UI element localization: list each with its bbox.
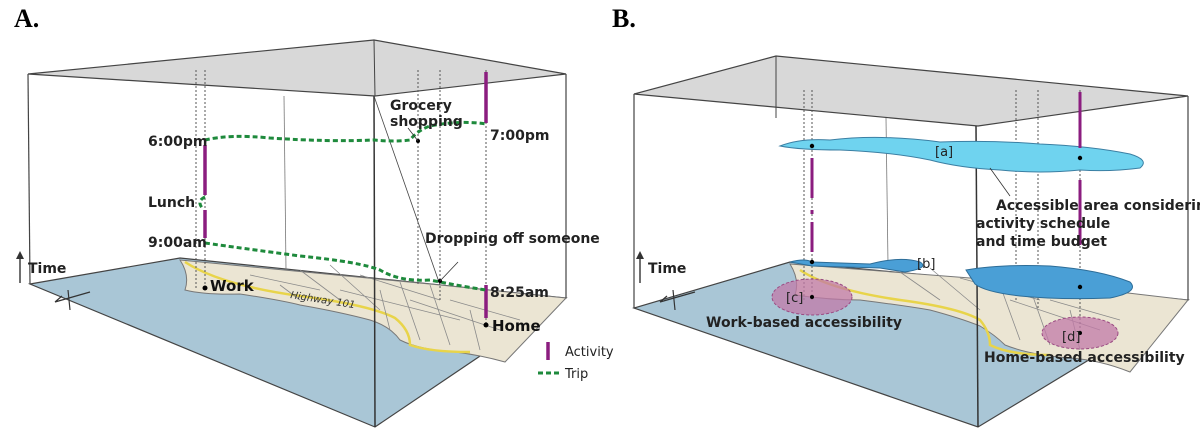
region-label-a: [a] <box>935 145 953 160</box>
time-label-825am: 8:25am <box>490 285 549 301</box>
time-label-700pm: 7:00pm <box>490 128 549 144</box>
home-based-accessibility-label: Home-based accessibility <box>984 350 1185 366</box>
panel-a-label: A. <box>14 4 40 33</box>
grocery-label-line2: shopping <box>390 114 463 130</box>
legend-trip-label: Trip <box>564 367 588 382</box>
home-label: Home <box>492 317 541 335</box>
ceiling-plane-b <box>633 55 1189 127</box>
region-label-c: [c] <box>786 291 803 306</box>
panel-b-label: B. <box>612 4 636 33</box>
accessible-area-b <box>789 258 924 273</box>
region-label-b: [b] <box>917 257 935 272</box>
region-label-d: [d] <box>1062 330 1080 345</box>
time-label-900am: 9:00am <box>148 235 207 251</box>
panel-b: Time [a] [b] [c] [d] Accessible area con… <box>632 55 1200 428</box>
work-label: Work <box>210 277 255 295</box>
accessible-note-line2: activity schedule <box>976 216 1110 232</box>
time-label-600pm: 6:00pm <box>148 134 207 150</box>
work-based-accessibility-label: Work-based accessibility <box>706 315 902 331</box>
accessible-area-b2 <box>965 265 1133 300</box>
street-network-a <box>249 264 521 351</box>
trip-paths-a <box>198 120 487 292</box>
dropping-label: Dropping off someone <box>425 231 600 247</box>
time-axis-label-a: Time <box>28 261 66 277</box>
grocery-label-line1: Grocery <box>390 98 452 114</box>
activity-bars-a <box>203 72 488 318</box>
legend-activity-label: Activity <box>565 345 614 360</box>
panel-a: Time 6:00pm 9:00am 7:00pm 8:25am Lunch G… <box>16 39 614 428</box>
accessible-area-a <box>778 136 1144 173</box>
accessible-note-line1: Accessible area considering <box>996 198 1200 214</box>
lunch-label: Lunch <box>148 195 195 211</box>
highway-a <box>184 260 471 354</box>
accessible-note-line3: and time budget <box>976 234 1107 250</box>
activity-bars-b <box>810 92 1082 252</box>
time-axis-label-b: Time <box>648 261 686 277</box>
